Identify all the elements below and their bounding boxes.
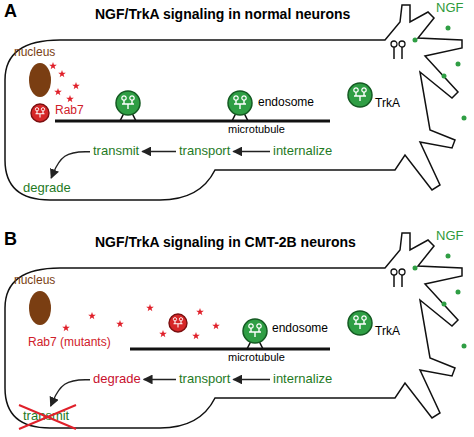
annotation-label: TrkA [375, 97, 400, 111]
ngf-dot [413, 38, 418, 43]
microtubule-line [130, 348, 330, 351]
ngf-dot [442, 74, 447, 79]
step-label: transport [178, 371, 231, 388]
annotation-label: microtubule [228, 351, 285, 364]
annotation-label: Rab7 [55, 104, 84, 118]
rab7-star [192, 332, 200, 339]
flow-arrow [233, 379, 270, 380]
rab7-star [196, 308, 204, 315]
step-label: internalize [272, 371, 333, 388]
ngf-dot [446, 254, 451, 259]
endosome-symbol [116, 91, 140, 121]
endosome-symbol [348, 311, 372, 335]
cross-mark [19, 405, 76, 429]
flow-arrow [51, 380, 90, 406]
annotation-label: nucleus [14, 274, 55, 288]
step-label: degrade [92, 371, 142, 388]
step-text: degrade [23, 180, 71, 197]
rab7-star [212, 322, 220, 329]
annotation-label: NGF [436, 1, 463, 16]
step-text: transmit [23, 408, 69, 425]
rab7-star [88, 312, 96, 319]
step-label: internalize [272, 143, 333, 160]
endosome-symbol [348, 83, 372, 107]
ngf-dot [442, 302, 447, 307]
rab7-star [72, 82, 80, 89]
annotation-label: TrkA [375, 325, 400, 339]
ngf-dot [456, 62, 461, 67]
step-text: internalize [273, 143, 332, 160]
step-text: transmit [93, 143, 139, 160]
annotation-label: NGF [436, 229, 463, 244]
panel-letter: B [4, 229, 17, 250]
microtubule-line [55, 120, 330, 123]
endosome-symbol [228, 91, 252, 121]
trka-receptor [391, 269, 405, 287]
panel-b-art [5, 233, 467, 428]
rab7-star [49, 62, 57, 69]
ngf-dot [456, 290, 461, 295]
step-text: transport [179, 143, 230, 160]
annotation-label: endosome [272, 322, 328, 336]
nucleus-shape [29, 63, 51, 97]
ngf-dot [446, 26, 451, 31]
step-text: transport [179, 371, 230, 388]
step-label: transport [178, 143, 231, 160]
annotation-label: nucleus [14, 46, 55, 60]
ngf-dot [462, 344, 467, 349]
flow-arrow [144, 379, 176, 380]
rab7-star [58, 70, 66, 77]
endosome-symbol [243, 319, 267, 349]
step-label: transmit [22, 408, 70, 425]
ngf-dot [462, 116, 467, 121]
panel-title: NGF/TrkA signaling in normal neurons [95, 6, 350, 22]
flow-arrow [142, 151, 176, 152]
step-label: degrade [22, 180, 72, 197]
cross-mark [19, 405, 76, 429]
rab7-star [62, 324, 70, 331]
panel-title: NGF/TrkA signaling in CMT-2B neurons [95, 234, 356, 250]
panel-a-art [5, 5, 467, 200]
neuron-outline [5, 5, 462, 200]
rab7-star [146, 304, 154, 311]
rab7-endosome [31, 104, 49, 122]
rab7-star [116, 320, 124, 327]
rab7-star [54, 88, 62, 95]
flow-arrow [51, 152, 90, 178]
flow-arrow [233, 151, 270, 152]
annotation-label: Rab7 (mutants) [28, 336, 111, 350]
rab7-mutant-endosome [169, 314, 187, 332]
annotation-label: endosome [258, 96, 314, 110]
panel-letter: A [4, 1, 17, 22]
step-text: internalize [273, 371, 332, 388]
annotation-label: microtubule [228, 123, 285, 136]
step-label: transmit [92, 143, 140, 160]
trka-receptor [391, 41, 405, 59]
rab7-star [66, 95, 74, 102]
step-text: degrade [93, 371, 141, 388]
ngf-dot [413, 266, 418, 271]
rab7-star [159, 330, 167, 337]
nucleus-shape [29, 291, 51, 325]
neuron-outline [5, 233, 462, 428]
